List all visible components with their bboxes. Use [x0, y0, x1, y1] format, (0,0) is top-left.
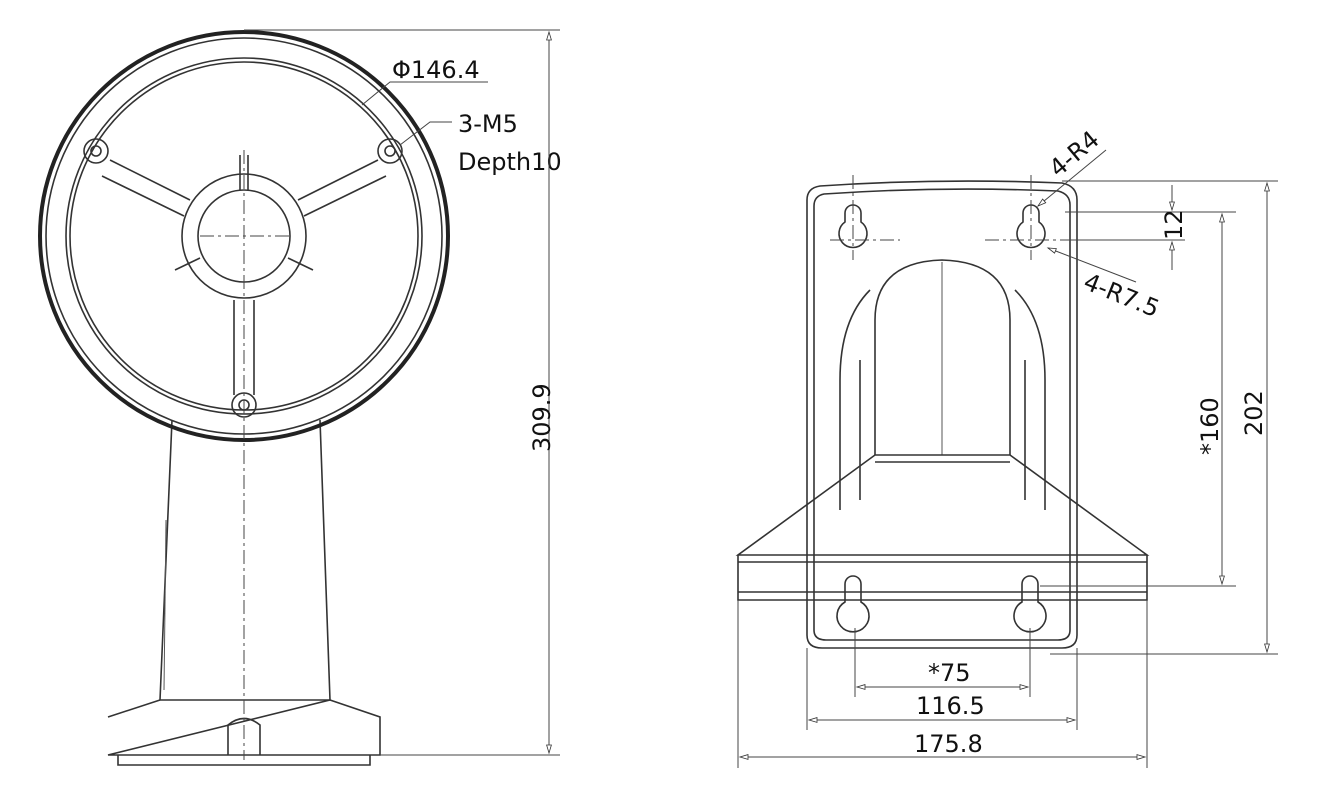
overall-width-label: 175.8 [914, 730, 983, 758]
mount-dome-outer [38, 30, 450, 442]
keyhole [1016, 204, 1046, 249]
wall-plate [806, 180, 1078, 649]
keyhole [838, 204, 868, 249]
stem [159, 419, 331, 701]
hub [181, 173, 307, 299]
arm-dome [874, 259, 1011, 455]
hole-spacing-h-label: *75 [928, 659, 971, 687]
side-view: Φ146.4 3-M5 Depth10 309.9 [38, 29, 562, 766]
keyhole [1013, 575, 1047, 633]
keyhole [836, 575, 870, 633]
screw-hole [377, 138, 403, 164]
thread-label: 3-M5 [458, 110, 518, 138]
screw-hole [83, 138, 109, 164]
small-radius-label: 4-R4 [1044, 125, 1105, 182]
height-label: 309.9 [528, 383, 556, 452]
hole-spacing-v-label: *160 [1196, 397, 1224, 455]
offset-label: 12 [1160, 209, 1188, 240]
plate-width-label: 116.5 [916, 692, 985, 720]
front-view: 4-R4 4-R7.5 12 *160 202 *75 116.5 175.8 [735, 125, 1278, 768]
band [737, 555, 1148, 601]
diameter-label: Φ146.4 [392, 56, 480, 84]
depth-label: Depth10 [458, 148, 562, 176]
cone [735, 454, 1150, 556]
height-label: 202 [1240, 390, 1268, 436]
